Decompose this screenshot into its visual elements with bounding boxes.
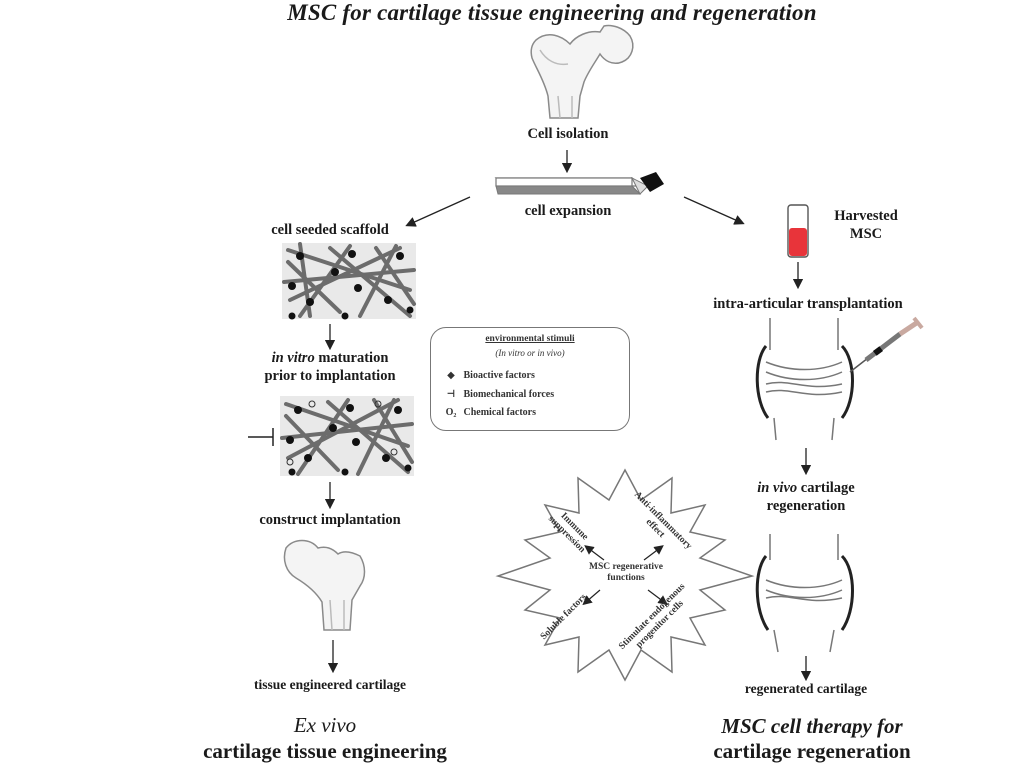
label-harvested: Harvested <box>834 208 898 224</box>
arrow-immune <box>584 545 605 561</box>
arrow-stimulate <box>647 589 668 605</box>
syringe-icon <box>849 316 924 373</box>
oxygen-icon: O₂ <box>445 407 457 418</box>
knee-joint-icon-1 <box>755 318 854 441</box>
biomechanical-force-icon <box>248 428 274 446</box>
arrow-soluble <box>582 589 601 606</box>
legend-item-chemical: O₂ Chemical factors <box>441 407 536 418</box>
biomechanical-force-legend-icon: ⊣ <box>446 389 456 400</box>
environmental-stimuli-legend: environmental stimuli (In vitro or in vi… <box>430 327 630 431</box>
femur-icon-top <box>530 24 634 119</box>
footer-cartilage-regeneration: cartilage regeneration <box>713 739 911 763</box>
arrow-anti-inflammatory <box>643 545 664 561</box>
arrow-to-scaffold <box>405 196 471 227</box>
legend-subheading: (In vitro or in vivo) <box>495 348 565 358</box>
label-regenerated-cartilage: regenerated cartilage <box>744 681 868 696</box>
label-in-vivo-cartilage: in vivo cartilage <box>757 480 855 496</box>
scaffold-image-1 <box>282 242 416 320</box>
maturation-text: maturation <box>314 350 389 366</box>
label-prior-to-implantation: prior to implantation <box>264 368 396 384</box>
label-cell-expansion: cell expansion <box>524 203 612 219</box>
regenerative-star-shape <box>495 468 755 682</box>
label-in-vitro-maturation: in vitro maturation <box>272 350 389 367</box>
label-msc: MSC <box>849 226 883 242</box>
legend-item-bioactive: ◆ Bioactive factors <box>441 370 535 381</box>
label-construct-implantation: construct implantation <box>259 512 401 528</box>
diagram-title: MSC for cartilage tissue engineering and… <box>287 0 817 25</box>
legend-heading: environmental stimuli <box>485 334 575 344</box>
legend-item-biomechanical: ⊣ Biomechanical forces <box>441 389 555 400</box>
femur-icon-bottom <box>283 539 366 631</box>
label-cell-isolation: Cell isolation <box>527 126 609 142</box>
test-tube-icon <box>787 204 809 258</box>
bioactive-factor-icon: ◆ <box>447 370 455 381</box>
footer-cartilage-tissue-engineering: cartilage tissue engineering <box>203 739 447 763</box>
in-vivo-italic: in vivo <box>757 480 798 496</box>
in-vitro-italic: in vitro <box>271 350 315 366</box>
star-center-label: MSC regenerative functions <box>589 562 663 583</box>
knee-joint-icon-2 <box>755 534 854 653</box>
footer-msc-cell-therapy: MSC cell therapy for <box>721 714 903 738</box>
arrow-to-harvested <box>683 196 745 225</box>
label-tissue-engineered-cartilage: tissue engineered cartilage <box>254 677 406 692</box>
label-cell-seeded-scaffold: cell seeded scaffold <box>271 222 389 238</box>
footer-ex-vivo: Ex vivo <box>293 713 357 737</box>
scaffold-image-2 <box>280 396 414 476</box>
label-intra-articular-transplantation: intra-articular transplantation <box>713 296 903 312</box>
label-regeneration: regeneration <box>766 498 846 514</box>
culture-flask-icon <box>494 172 664 195</box>
